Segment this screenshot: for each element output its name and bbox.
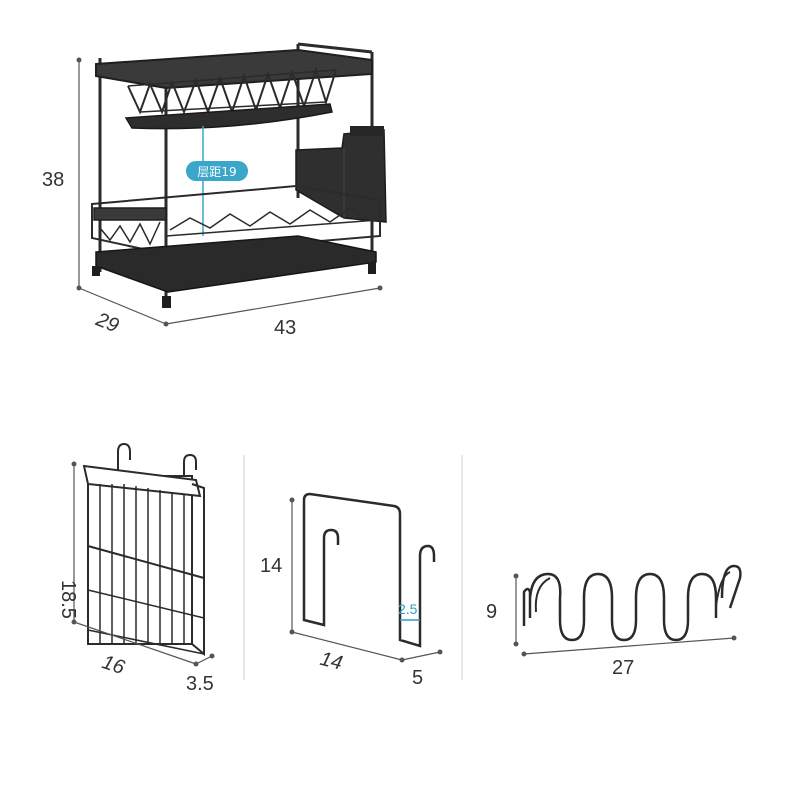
main-rack-dimension-lines bbox=[76, 57, 383, 327]
layer-spacing-tag: 层距19 bbox=[186, 161, 248, 181]
main-rack-illustration: 层距19 bbox=[91, 42, 387, 308]
knife-holder-dimension-lines bbox=[71, 461, 215, 667]
knife-holder-height-label: 18.5 bbox=[57, 580, 79, 619]
board-holder-height-label: 14 bbox=[260, 555, 282, 577]
layer-spacing-label: 层距19 bbox=[197, 165, 236, 179]
board-holder-dimension-lines bbox=[289, 497, 443, 663]
cup-holder-height-label: 9 bbox=[486, 601, 497, 623]
knife-holder-illustration bbox=[82, 442, 205, 657]
main-rack-height-label: 38 bbox=[42, 169, 64, 191]
cup-holder-illustration bbox=[522, 564, 742, 642]
board-holder-depth-label: 5 bbox=[412, 667, 423, 689]
cup-holder-width-label: 27 bbox=[612, 657, 634, 679]
main-rack-width-label: 43 bbox=[274, 317, 296, 339]
board-holder-illustration bbox=[302, 492, 436, 648]
cup-holder-dimension-lines bbox=[513, 573, 737, 657]
knife-holder-depth-label: 3.5 bbox=[186, 673, 214, 695]
main-rack-depth-label: 29 bbox=[92, 308, 122, 337]
board-holder-slot-depth-label: 2.5 bbox=[398, 601, 418, 617]
knife-holder-width-label: 16 bbox=[99, 651, 128, 679]
board-holder-slot-marker: 2.5 bbox=[398, 601, 420, 621]
board-holder-width-label: 14 bbox=[318, 648, 345, 675]
